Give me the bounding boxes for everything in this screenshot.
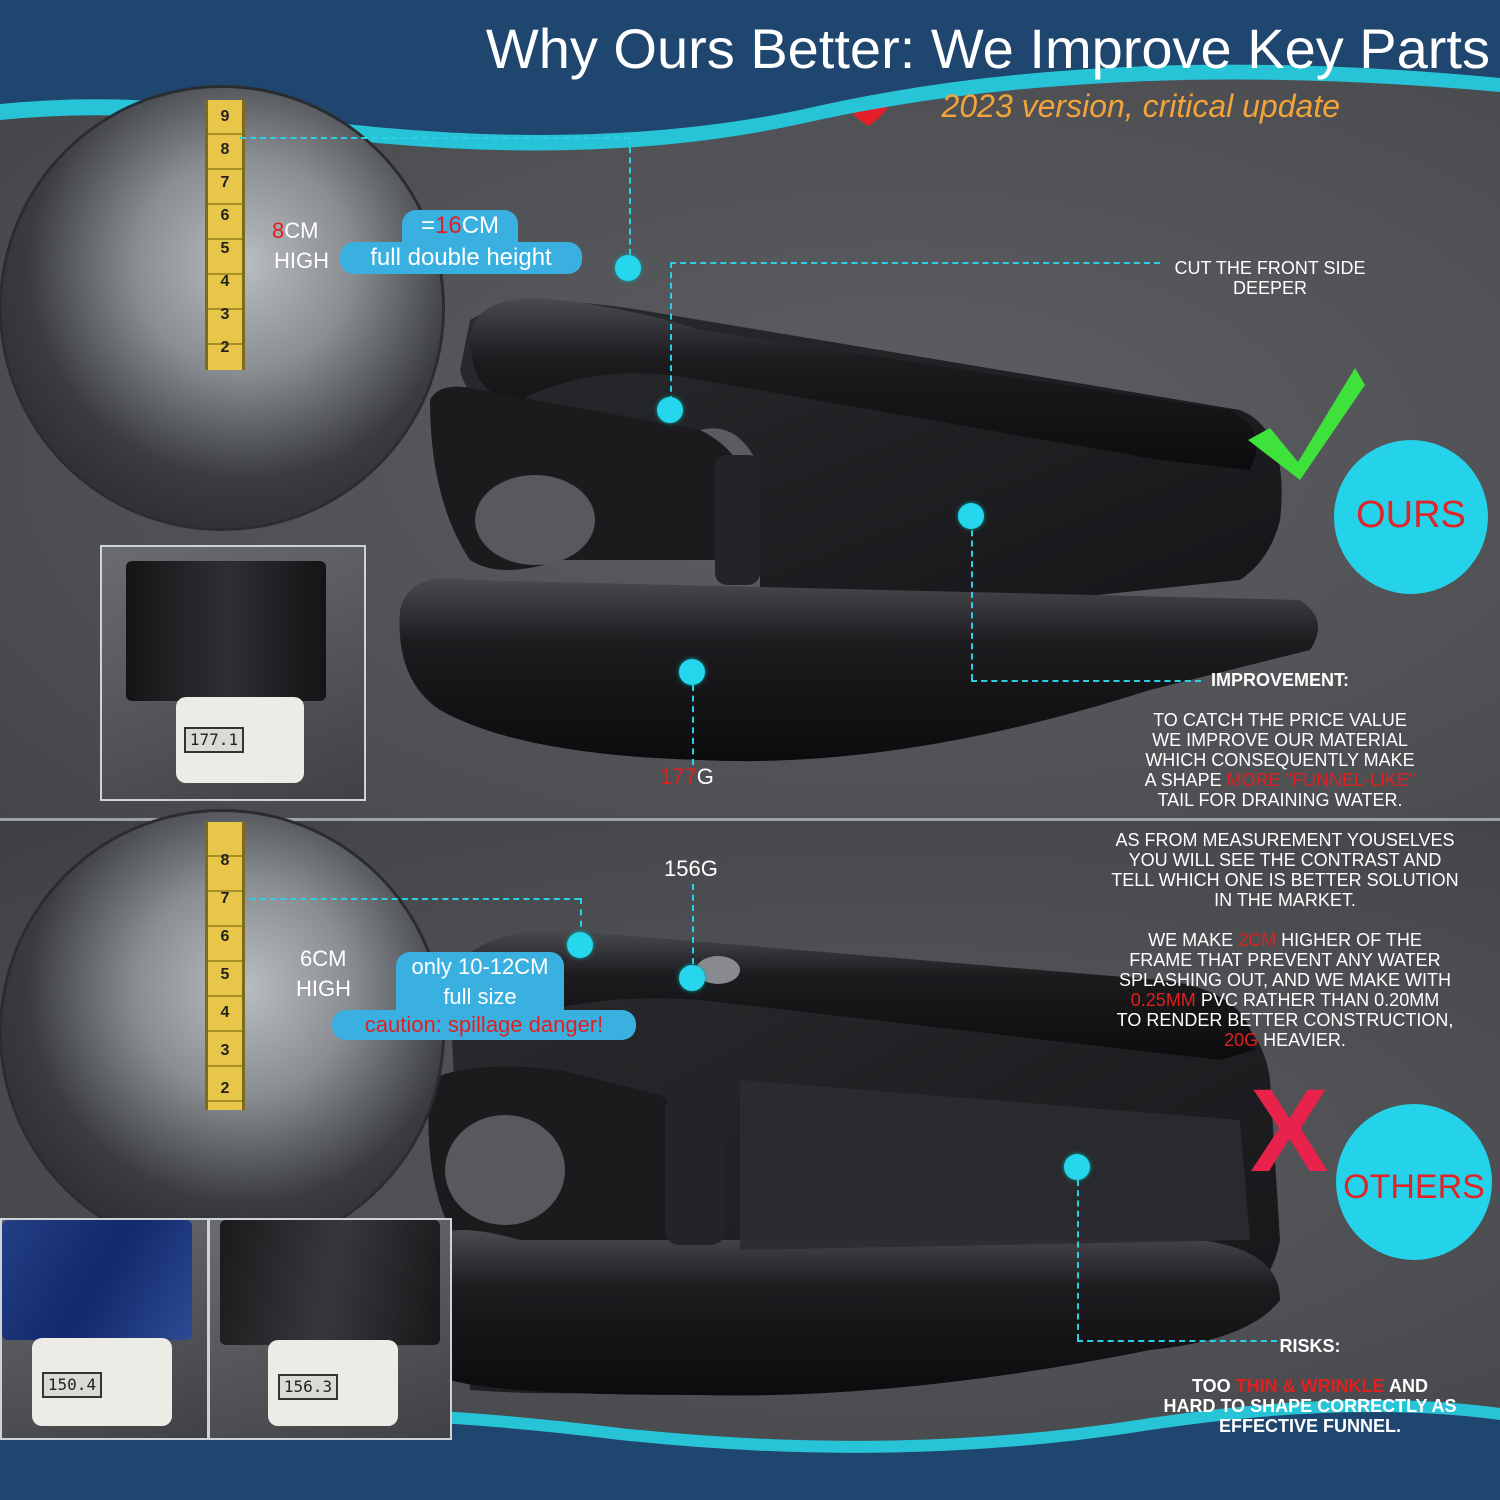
leader-line [692, 685, 694, 765]
marker-dot [567, 932, 593, 958]
leader-line [670, 262, 672, 402]
bottom-weight-label: 156G [664, 856, 718, 881]
kitchen-scale: 156.3 [268, 1340, 398, 1426]
top-weight-label: 177G [660, 764, 714, 789]
leader-line [240, 137, 630, 139]
marker-dot [657, 397, 683, 423]
top-height-value: 8CM [272, 218, 319, 243]
scale-display: 150.4 [42, 1372, 102, 1398]
improvement-title: IMPROVEMENT: [1210, 670, 1349, 690]
tape-number: 7 [220, 174, 230, 191]
top-basin [399, 298, 1318, 762]
header-teal-wave [0, 64, 1500, 151]
kitchen-scale: 150.4 [32, 1338, 172, 1426]
marker-dot [679, 965, 705, 991]
top-height-pill-line2: full double height [340, 242, 582, 274]
tape-number: 5 [220, 240, 230, 257]
tape-number: 4 [220, 273, 230, 290]
higher-frame-text: WE MAKE 2CM HIGHER OF THE FRAME THAT PRE… [1116, 930, 1454, 1050]
bottom-height-value: 6CM [300, 946, 347, 971]
tape-number: 2 [220, 339, 230, 356]
black-product-weight-photo: 156.3 [208, 1218, 452, 1440]
leader-line [250, 898, 580, 900]
bottom-pill-line1: only 10-12CM [396, 952, 564, 982]
leader-line [1077, 1340, 1277, 1342]
tape-number: 4 [220, 1004, 230, 1021]
tape-number: 2 [220, 1080, 230, 1097]
header-subtitle: 2023 version, critical update [941, 88, 1340, 124]
leader-line [629, 137, 631, 265]
section-divider [0, 818, 1500, 821]
tape-number: 5 [220, 966, 230, 983]
folded-blue-product [2, 1220, 192, 1340]
top-height-word: HIGH [274, 248, 329, 273]
leader-line [1077, 1180, 1079, 1340]
improvement-text: TO CATCH THE PRICE VALUE WE IMPROVE OUR … [1144, 710, 1416, 810]
marker-dot [1064, 1154, 1090, 1180]
tape-number: 3 [220, 306, 230, 323]
tape-number: 8 [220, 141, 230, 158]
header-band [0, 0, 1500, 135]
tape-number: 7 [220, 890, 230, 907]
bottom-height-word: HIGH [296, 976, 351, 1001]
leader-line [580, 898, 582, 938]
measurement-text: AS FROM MEASUREMENT YOUSELVES YOU WILL S… [1111, 830, 1459, 910]
others-badge: OTHERS [1336, 1104, 1492, 1260]
tape-number: 8 [220, 852, 230, 869]
page-title: Why Ours Better: We Improve Key Parts [485, 17, 1490, 80]
marker-dot [615, 255, 641, 281]
risks-text: TOO THIN & WRINKLE AND HARD TO SHAPE COR… [1163, 1376, 1457, 1436]
bottom-basin [427, 930, 1280, 1396]
tape-number: 6 [220, 928, 230, 945]
x-mark-icon: X [1250, 1065, 1329, 1197]
bottom-pill-line3: caution: spillage danger! [332, 1010, 636, 1040]
kitchen-scale: 177.1 [176, 697, 304, 783]
marker-dot [679, 659, 705, 685]
leader-line [971, 520, 973, 680]
ours-badge: OURS [1334, 440, 1488, 594]
blue-product-weight-photo: 150.4 [0, 1218, 209, 1440]
leader-line [971, 680, 1201, 682]
check-icon [1248, 368, 1365, 480]
top-height-pill-line1: =16CM [402, 210, 518, 242]
folded-product [126, 561, 326, 701]
scale-display: 177.1 [184, 727, 244, 753]
leader-line [670, 262, 1160, 264]
risks-title: RISKS: [1279, 1336, 1341, 1356]
tape-number: 9 [220, 108, 230, 125]
top-weight-photo: 177.1 [100, 545, 366, 801]
scale-display: 156.3 [278, 1374, 338, 1400]
top-measuring-tape: 9 8 7 6 5 4 3 2 [205, 100, 245, 370]
bottom-measuring-tape: 8 7 6 5 4 3 2 [205, 822, 245, 1110]
tape-number: 6 [220, 207, 230, 224]
bottom-pill-line2: full size [396, 982, 564, 1012]
folded-black-product [220, 1220, 440, 1345]
leader-line [692, 884, 694, 964]
tape-number: 3 [220, 1042, 230, 1059]
